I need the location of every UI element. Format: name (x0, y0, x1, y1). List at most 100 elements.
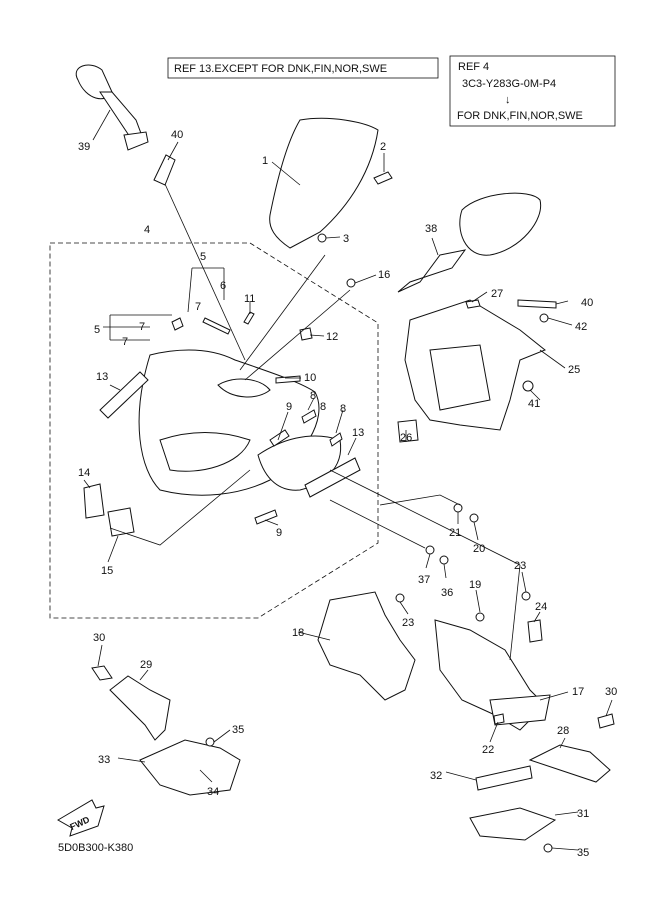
clip-7 (171, 317, 184, 331)
bolt-23a (521, 591, 531, 601)
label-28: 28 (557, 725, 569, 737)
tape-9-lower (254, 509, 278, 525)
label-9b: 9 (276, 527, 282, 539)
clip-6 (202, 317, 231, 335)
washer-37 (425, 545, 435, 555)
fwd-arrow-icon: FWD (57, 799, 105, 837)
label-7c: 7 (122, 336, 128, 348)
label-13a: 13 (96, 371, 108, 383)
collar-42 (539, 313, 549, 323)
label-36: 36 (441, 587, 453, 599)
label-23b: 23 (402, 617, 414, 629)
ref-note-13: REF 13.EXCEPT FOR DNK,FIN,NOR,SWE (167, 57, 439, 79)
label-26: 26 (400, 432, 412, 444)
bolt-23b (395, 593, 405, 603)
bracket-40-right (517, 299, 557, 309)
stay-28 (528, 744, 611, 783)
label-19: 19 (469, 579, 481, 591)
panel-17-lower (489, 694, 551, 726)
pad-26 (397, 419, 419, 443)
label-13b: 13 (352, 427, 364, 439)
label-3: 3 (343, 233, 349, 245)
label-8c: 8 (340, 403, 346, 415)
bolt-20 (469, 513, 479, 523)
leader-lines (83, 109, 613, 851)
panel-18 (317, 591, 416, 701)
label-7a: 7 (195, 301, 201, 313)
label-32: 32 (430, 770, 442, 782)
decal-13-left (99, 371, 149, 419)
clip-11 (243, 311, 255, 325)
label-42: 42 (575, 321, 587, 333)
bolt-19 (475, 612, 485, 622)
label-10: 10 (304, 372, 316, 384)
label-16: 16 (378, 269, 390, 281)
part-14 (83, 483, 105, 519)
label-5b: 5 (94, 324, 100, 336)
label-24: 24 (535, 601, 547, 613)
label-21: 21 (449, 527, 461, 539)
label-12: 12 (326, 331, 338, 343)
label-8b: 8 (320, 401, 326, 413)
label-20: 20 (473, 543, 485, 555)
bracket-40-left (153, 154, 176, 186)
nut-22 (493, 713, 505, 725)
ref-note-4-title: REF 4 (458, 61, 489, 73)
mirror-right-38 (397, 192, 542, 293)
label-40b: 40 (581, 297, 593, 309)
label-22: 22 (482, 744, 494, 756)
label-40a: 40 (171, 129, 183, 141)
air-scoop (217, 378, 271, 398)
label-33: 33 (98, 754, 110, 766)
label-2: 2 (380, 141, 386, 153)
ref-note-4-markets: FOR DNK,FIN,NOR,SWE (457, 110, 583, 122)
ref-note-4-code: 3C3-Y283G-0M-P4 (462, 78, 556, 90)
grommet-3 (317, 233, 327, 243)
label-6: 6 (220, 280, 226, 292)
collar-24 (527, 619, 543, 643)
windscreen-1 (269, 117, 379, 249)
headlight-opening (159, 432, 251, 472)
damper-8b (329, 432, 343, 447)
mirror-left-39 (75, 64, 149, 151)
label-5a: 5 (200, 251, 206, 263)
washer-21 (453, 503, 463, 513)
damper-8a (301, 409, 317, 424)
label-39: 39 (78, 141, 90, 153)
label-23a: 23 (514, 560, 526, 572)
nut-12 (299, 327, 313, 341)
part-32 (475, 765, 533, 791)
label-25: 25 (568, 364, 580, 376)
bolt-30-left (91, 665, 113, 681)
ref-note-4: REF 4 3C3-Y283G-0M-P4 ↓ FOR DNK,FIN,NOR,… (449, 55, 616, 127)
label-29: 29 (140, 659, 152, 671)
decal-13-right (304, 457, 361, 498)
ref-note-4-arrow: ↓ (505, 94, 511, 106)
stay-29 (109, 675, 171, 741)
label-30b: 30 (605, 686, 617, 698)
label-31: 31 (577, 808, 589, 820)
stay-25-inner (429, 344, 491, 411)
cover-31 (469, 807, 557, 841)
screw-35-right (543, 843, 553, 853)
label-18: 18 (292, 627, 304, 639)
diagram-code: 5D0B300-K380 (58, 842, 133, 854)
screw-35-left (205, 737, 215, 747)
bolt-30-right (597, 713, 615, 729)
label-17: 17 (572, 686, 584, 698)
label-11: 11 (244, 293, 255, 305)
label-37: 37 (418, 574, 430, 586)
label-1: 1 (262, 155, 268, 167)
label-4: 4 (144, 224, 150, 236)
label-14: 14 (78, 467, 90, 479)
bolt-36 (439, 555, 449, 565)
label-27: 27 (491, 288, 503, 300)
label-7b: 7 (139, 321, 145, 333)
screw-2 (373, 171, 393, 185)
label-38: 38 (425, 223, 437, 235)
ref-note-13-text: REF 13.EXCEPT FOR DNK,FIN,NOR,SWE (174, 63, 387, 75)
cover-33 (139, 739, 241, 796)
part-labels: 39 40 1 2 4 3 16 5 6 11 7 5 7 7 12 10 13… (78, 129, 617, 859)
